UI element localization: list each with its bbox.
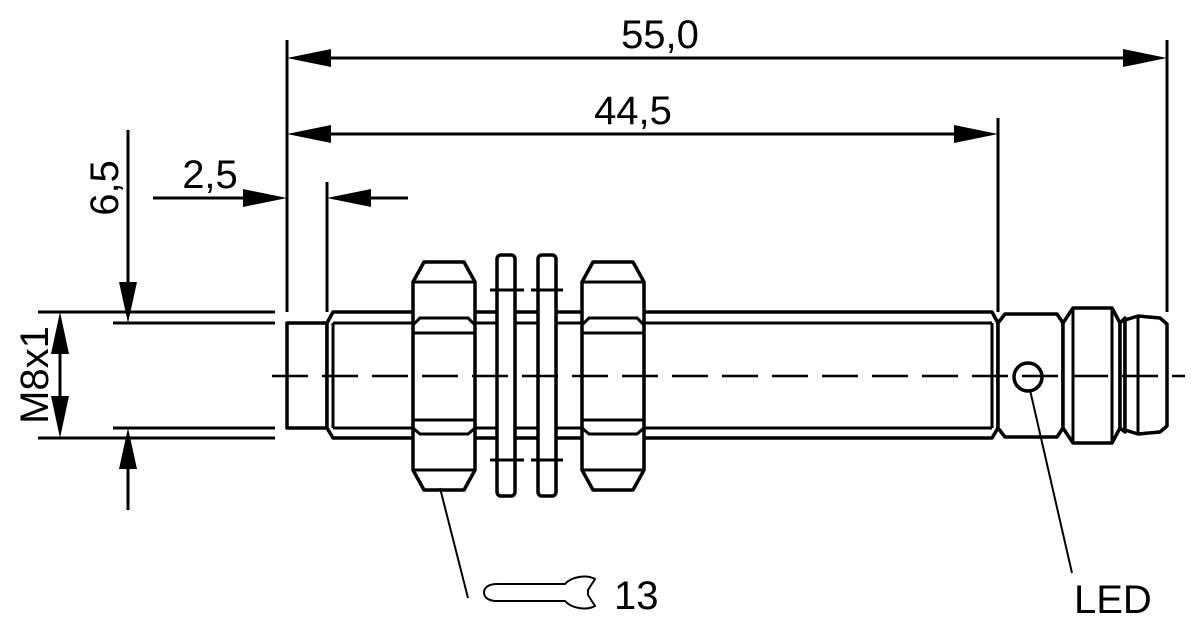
dimension-cable-offset: 6,5 xyxy=(83,130,137,510)
dimension-cable-offset-text: 6,5 xyxy=(83,160,127,216)
extension-lines xyxy=(38,40,1169,440)
dimension-overall-length: 55,0 xyxy=(287,13,1167,67)
leader-lines xyxy=(439,389,1073,599)
dimension-thread-length-text: 44,5 xyxy=(594,89,672,133)
dimension-thread: M8x1 xyxy=(13,312,69,438)
led-label: LED xyxy=(1074,578,1152,622)
wrench-size-text: 13 xyxy=(614,574,659,618)
wrench-icon xyxy=(482,575,597,610)
dimension-tip-length: 2,5 xyxy=(153,153,408,207)
dimension-overall-length-text: 55,0 xyxy=(621,13,699,57)
dimension-tip-length-text: 2,5 xyxy=(182,153,238,197)
dimension-thread-length: 44,5 xyxy=(287,89,998,143)
dimension-thread-text: M8x1 xyxy=(13,326,57,424)
wrench-callout: 13 xyxy=(482,574,659,618)
